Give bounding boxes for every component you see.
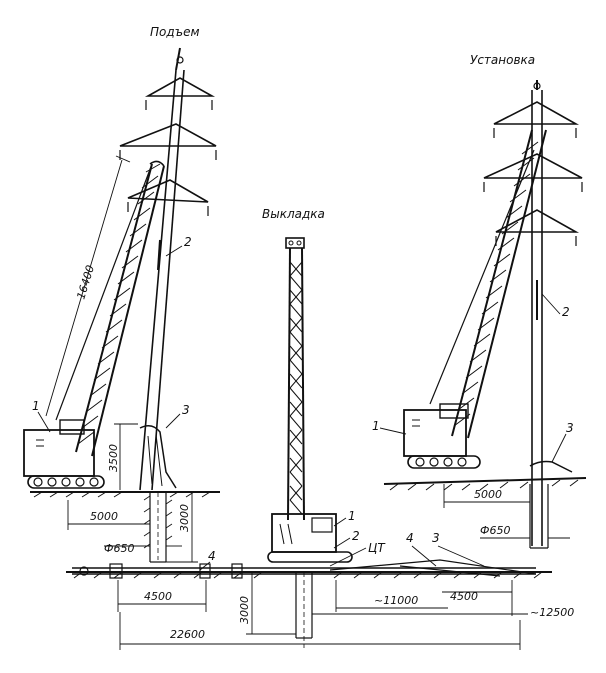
crane-install — [403, 129, 547, 469]
ground-install — [383, 477, 587, 491]
dim-layout-left: 4500 — [117, 580, 207, 612]
scene-lift: 16400 3500 5000 3000 Ф650 1 2 — [23, 47, 220, 563]
title-lift: Подъем — [150, 25, 200, 39]
dim-lift-height: 3500 — [107, 423, 138, 490]
label-install-offset: 5000 — [474, 488, 502, 501]
tackle-lift — [139, 425, 177, 489]
dim-approx-11000: ~11000 — [335, 580, 448, 612]
callout-item4-left: 4 — [208, 549, 216, 563]
dim-approx-12500: ~12500 — [312, 606, 574, 619]
tower-laid — [72, 559, 537, 579]
callout-aux-lift: 3 — [182, 403, 190, 417]
label-boom-length: 16400 — [74, 264, 97, 301]
ground-layout — [66, 571, 552, 579]
dim-boom: 16400 — [45, 155, 131, 417]
label-layout-left: 4500 — [144, 590, 172, 603]
callout-aux-layout: 3 — [432, 531, 440, 545]
dim-lift-pit-dia: Ф650 — [104, 542, 182, 555]
label-approx-11000: ~11000 — [374, 594, 418, 607]
pit-layout — [295, 572, 313, 648]
label-layout-right: 4500 — [450, 590, 478, 603]
ground-lift — [30, 491, 220, 498]
callout-crane-install: 1 — [372, 419, 380, 433]
tower-lift — [119, 47, 217, 491]
label-approx-12500: ~12500 — [530, 606, 574, 619]
tackle-install — [529, 460, 573, 473]
dim-total-length: 22600 — [119, 612, 521, 650]
callout-aux-install: 3 — [566, 421, 574, 435]
callout-support-lift: 2 — [184, 235, 192, 249]
dim-layout-right: 4500 — [442, 580, 513, 616]
callout-crane-layout: 1 — [348, 509, 356, 523]
crane-layout — [267, 237, 353, 563]
title-install: Установка — [470, 53, 535, 67]
label-total-length: 22600 — [170, 628, 205, 641]
dim-lift-offset: 5000 — [67, 500, 150, 530]
pit-lift — [143, 492, 173, 563]
callout-support-install: 2 — [562, 305, 570, 319]
label-lift-pit-dia: Ф650 — [104, 542, 134, 555]
label-pit-depth-ground: 3000 — [238, 596, 251, 624]
title-layout: Выкладка — [262, 207, 325, 221]
label-install-pit-dia: Ф650 — [480, 524, 510, 537]
scene-install: 5000 Ф650 1 2 3 — [372, 80, 587, 549]
label-lift-height: 3500 — [107, 444, 120, 472]
pit-install — [529, 484, 549, 549]
callout-center-mark: ЦТ — [368, 541, 386, 555]
dim-install-pit-dia: Ф650 — [480, 524, 570, 539]
crane-lift — [23, 160, 165, 489]
dim-pit-depth-ground: 3000 — [238, 572, 296, 635]
dim-lift-pit-depth: 3000 — [166, 492, 198, 563]
label-lift-pit-depth: 3000 — [178, 504, 191, 532]
label-lift-offset: 5000 — [90, 510, 118, 523]
callout-support-layout: 2 — [352, 529, 360, 543]
callout-crane-lift: 1 — [32, 399, 40, 413]
callout-item4-right: 4 — [406, 531, 414, 545]
scene-layout: 1 2 ЦТ 4 4 3 4500 3000 ~11000 — [66, 237, 574, 650]
dim-install-offset: 5000 — [443, 484, 530, 508]
